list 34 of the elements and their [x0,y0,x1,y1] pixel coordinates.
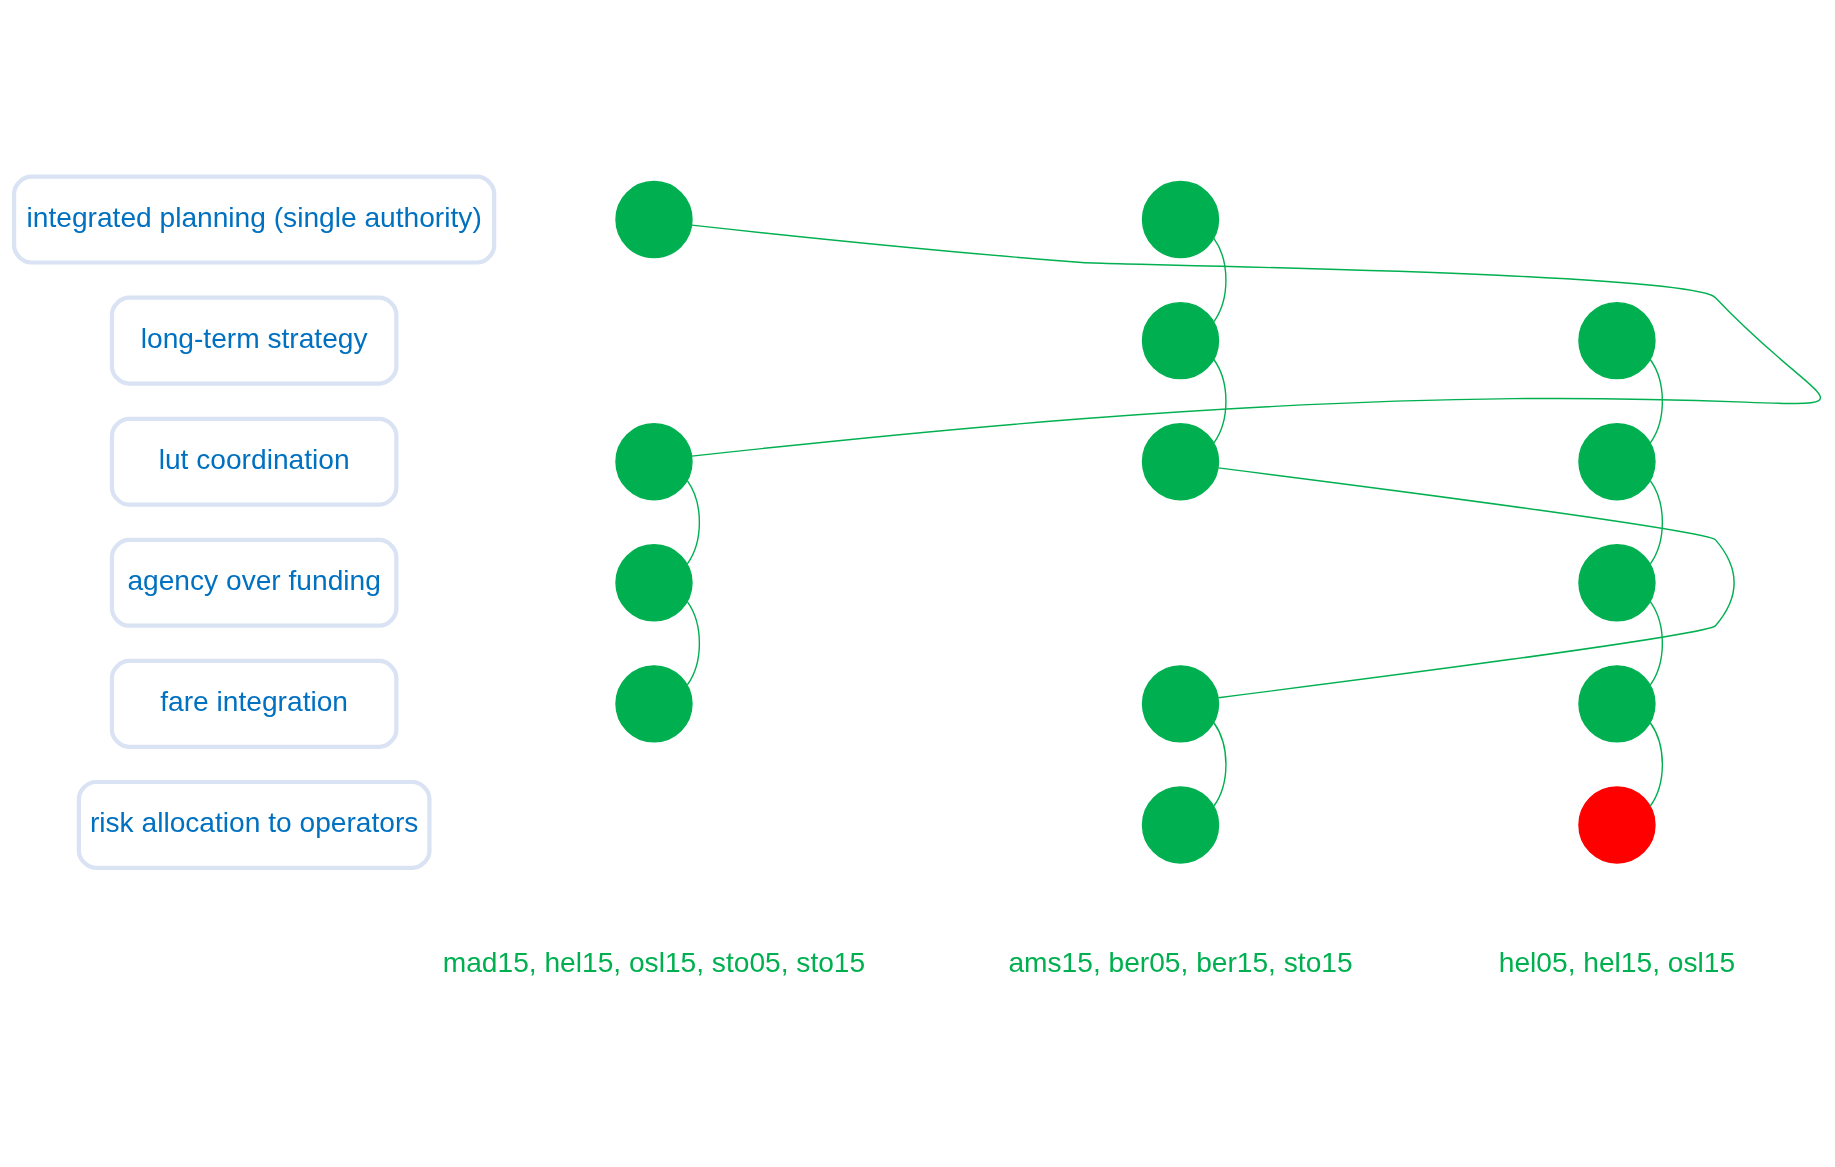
node-circle [615,423,693,501]
node-circle [1578,544,1656,622]
label: mad15, hel15, osl15, sto05, sto15 [442,947,866,979]
node-circle [1578,301,1656,380]
node-circle [1141,301,1220,380]
node-circle [1141,665,1220,743]
connector [1213,237,1227,323]
node-circle [615,665,693,743]
node-circle [1141,180,1220,259]
node-box: risk allocation to operators [76,779,432,870]
connector [1649,479,1664,565]
connector [686,600,701,686]
node-circle [1141,423,1220,501]
connector [1213,358,1227,444]
connector [1213,722,1227,807]
connector [691,224,1822,457]
connector [1649,358,1664,444]
connector [1649,722,1664,807]
node-box: fare integration [109,658,399,749]
connector [1649,600,1664,686]
connector [1217,467,1735,699]
label: hel05, hel15, osl15 [1498,947,1736,979]
node-box: lut coordination [109,416,399,507]
node-circle [1141,786,1220,864]
label: ams15, ber05, ber15, sto15 [1008,947,1353,979]
node-box: agency over funding [109,537,399,628]
node-circle [615,544,693,622]
connector [686,479,701,565]
node-circle [1578,423,1656,501]
node-circle [1578,786,1656,864]
node-box: long-term strategy [109,295,399,386]
node-circle [615,180,693,259]
node-circle [1578,665,1656,743]
node-box: integrated planning (single authority) [12,174,497,265]
